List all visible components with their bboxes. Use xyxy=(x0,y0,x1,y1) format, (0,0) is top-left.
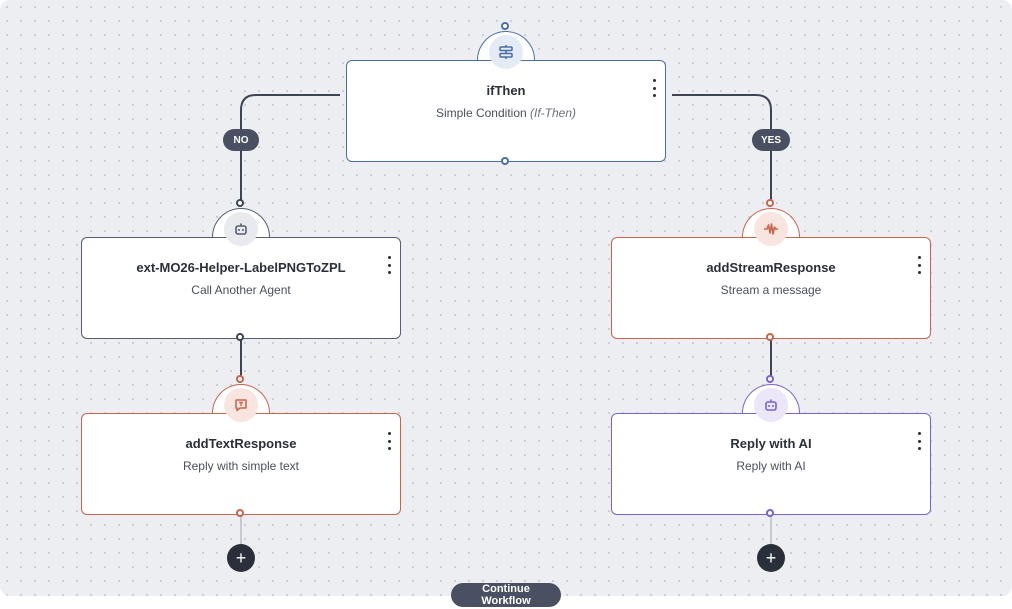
waveform-icon xyxy=(754,212,788,246)
stream-output-port[interactable] xyxy=(766,333,774,341)
branch-yes-badge: YES xyxy=(752,129,790,151)
agent-input-port[interactable] xyxy=(236,199,244,207)
reply-with-ai-node[interactable]: Reply with AI Reply with AI xyxy=(611,413,931,515)
connector-no-branch xyxy=(240,94,340,203)
add-text-response-node[interactable]: addTextResponse Reply with simple text xyxy=(81,413,401,515)
message-text-icon xyxy=(224,388,258,422)
node-menu-button[interactable] xyxy=(649,79,659,97)
node-subtitle: Reply with AI xyxy=(736,459,806,473)
branch-split-icon xyxy=(489,35,523,69)
ifthen-input-port[interactable] xyxy=(501,22,509,30)
node-subtitle: Call Another Agent xyxy=(191,283,291,297)
agent-output-port[interactable] xyxy=(236,333,244,341)
add-stream-response-node[interactable]: addStreamResponse Stream a message xyxy=(611,237,931,339)
text-output-port[interactable] xyxy=(236,509,244,517)
call-agent-node[interactable]: ext-MO26-Helper-LabelPNGToZPL Call Anoth… xyxy=(81,237,401,339)
node-title: addStreamResponse xyxy=(706,260,836,275)
add-step-button-right[interactable]: + xyxy=(757,544,785,572)
node-title: Reply with AI xyxy=(730,436,812,451)
node-menu-button[interactable] xyxy=(914,432,924,450)
ai-input-port[interactable] xyxy=(766,375,774,383)
node-subtitle: Stream a message xyxy=(720,283,822,297)
node-menu-button[interactable] xyxy=(914,256,924,274)
stream-input-port[interactable] xyxy=(766,199,774,207)
node-title: ext-MO26-Helper-LabelPNGToZPL xyxy=(136,260,346,275)
node-title: addTextResponse xyxy=(185,436,297,451)
continue-workflow-button[interactable]: Continue Workflow xyxy=(451,583,561,607)
connector-yes-branch xyxy=(672,94,772,203)
plus-icon: + xyxy=(235,548,247,568)
connector-lines xyxy=(240,94,772,545)
plus-icon: + xyxy=(765,548,777,568)
ifthen-output-port[interactable] xyxy=(501,157,509,165)
robot-icon xyxy=(754,388,788,422)
node-menu-button[interactable] xyxy=(384,256,394,274)
node-title: ifThen xyxy=(486,83,526,98)
add-step-button-left[interactable]: + xyxy=(227,544,255,572)
node-menu-button[interactable] xyxy=(384,432,394,450)
workflow-canvas[interactable]: ifThen Simple Condition (If-Then) NO YES… xyxy=(0,0,1012,596)
node-subtitle: Simple Condition (If-Then) xyxy=(435,106,577,120)
branch-no-badge: NO xyxy=(223,129,259,151)
node-subtitle: Reply with simple text xyxy=(182,459,300,473)
robot-icon xyxy=(224,212,258,246)
ifthen-node[interactable]: ifThen Simple Condition (If-Then) xyxy=(346,60,666,162)
ai-output-port[interactable] xyxy=(766,509,774,517)
text-input-port[interactable] xyxy=(236,375,244,383)
